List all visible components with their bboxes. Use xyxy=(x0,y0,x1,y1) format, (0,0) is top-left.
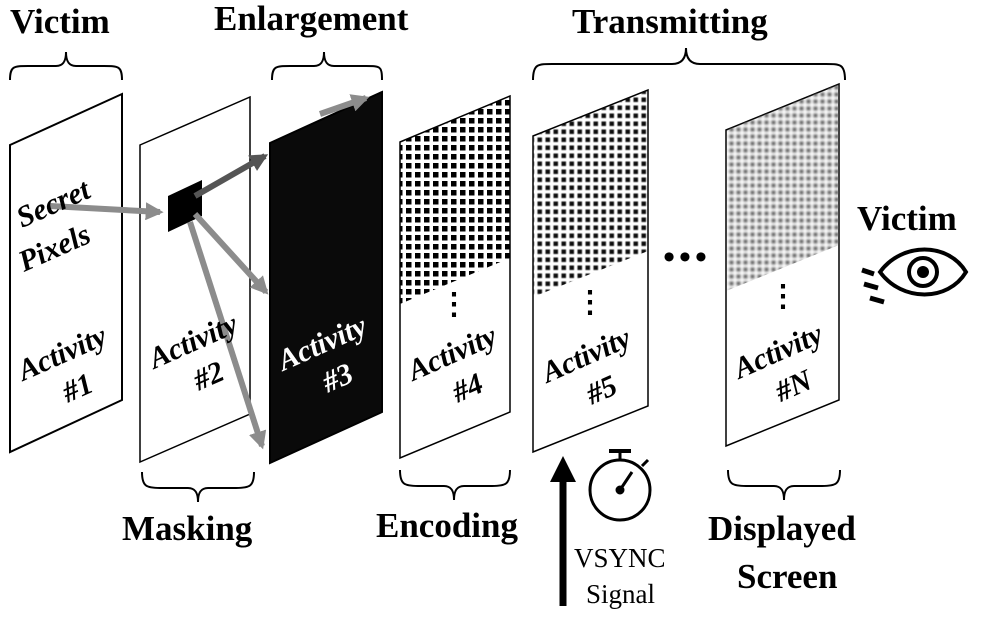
vertical-dots-n: ⋮ xyxy=(768,280,798,313)
label-victim-right: Victim xyxy=(857,199,957,238)
brace-encoding xyxy=(399,469,511,501)
label-enlargement: Enlargement xyxy=(214,0,409,38)
label-signal: Signal xyxy=(586,579,655,609)
label-displayed: Displayed xyxy=(708,509,856,548)
vertical-dots-5: ⋮ xyxy=(575,286,605,319)
label-encoding: Encoding xyxy=(376,506,518,545)
stopwatch-icon xyxy=(588,449,652,522)
label-masking: Masking xyxy=(122,509,253,548)
label-victim-top: Victim xyxy=(10,2,110,41)
arrow-up-icon xyxy=(550,456,576,606)
brace-victim xyxy=(9,51,123,81)
label-transmitting: Transmitting xyxy=(572,2,768,41)
brace-enlargement xyxy=(271,51,383,81)
activity-panel-3 xyxy=(269,90,383,465)
activity-panel-2 xyxy=(139,95,251,464)
arrow-secret-to-mask xyxy=(49,202,164,221)
ellipsis-dots: ••• xyxy=(663,239,711,276)
arrow-enlarge-to-corner xyxy=(319,94,370,117)
brace-displayed xyxy=(727,469,841,501)
vertical-dots-4: ⋮ xyxy=(439,288,469,321)
brace-masking xyxy=(141,471,255,503)
eye-icon xyxy=(861,247,969,305)
label-vsync: VSYNC xyxy=(574,543,666,573)
brace-transmitting xyxy=(532,47,846,81)
activity-panel-1 xyxy=(9,92,123,454)
label-screen: Screen xyxy=(737,557,837,596)
secret-pixel-square xyxy=(168,180,202,232)
arrow-mask-to-enlarge-bottom xyxy=(187,221,267,450)
arrow-mask-to-enlarge-top xyxy=(193,153,269,199)
arrow-mask-to-enlarge-mid xyxy=(192,211,269,295)
